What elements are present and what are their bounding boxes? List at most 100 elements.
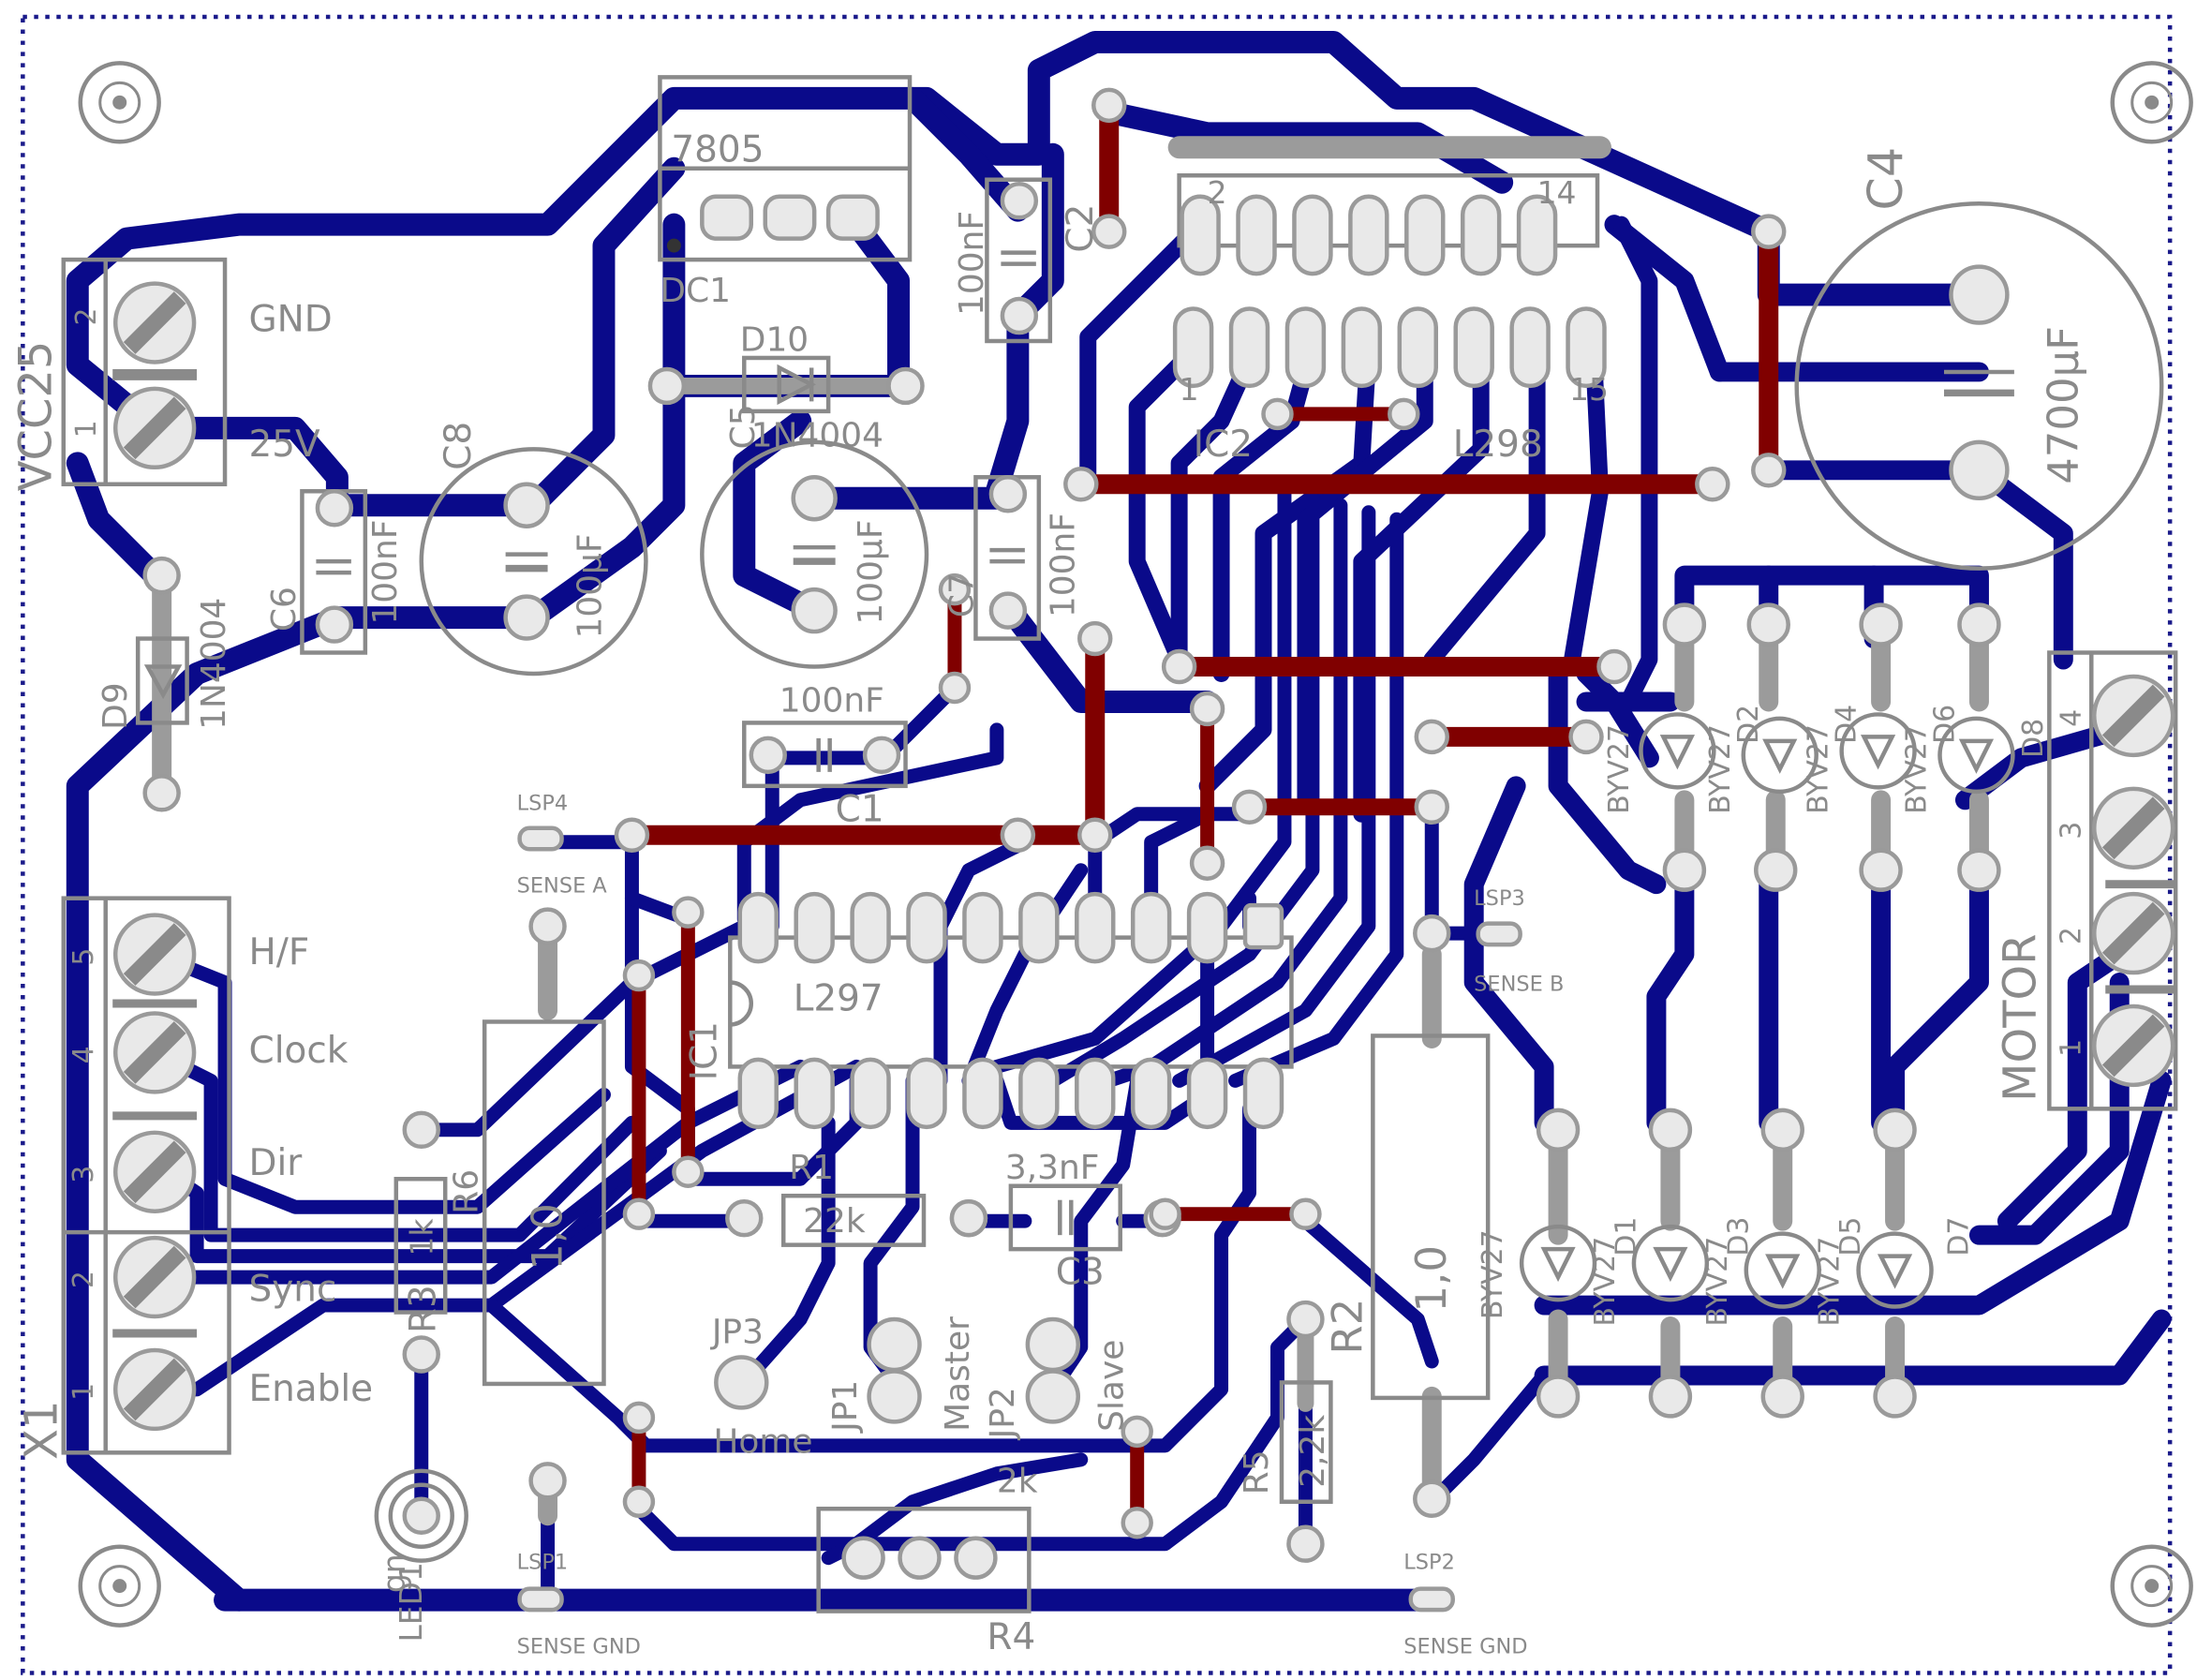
vcc-pin-label-25v: 25V xyxy=(249,424,321,466)
mounting-hole-icon xyxy=(78,1544,161,1628)
jp3-label: Home xyxy=(713,1422,812,1461)
diode-ref-d2: D2 xyxy=(1732,705,1765,744)
trimmer-r4[interactable] xyxy=(816,1507,1032,1613)
capacitor-c2[interactable] xyxy=(985,177,1053,344)
ic2-ref: IC2 xyxy=(1194,424,1253,466)
r5-ref: R5 xyxy=(1238,1450,1276,1494)
c7-ref: C7 xyxy=(943,572,981,617)
r3-ref: R3 xyxy=(403,1285,445,1333)
testpoint-lsp4-ref: LSP4 xyxy=(517,791,569,815)
led-value: gn xyxy=(376,1554,412,1593)
motor-pin-number-2: 2 xyxy=(2055,927,2087,944)
diode-d9[interactable] xyxy=(135,556,189,812)
testpoint-lsp1[interactable] xyxy=(517,1586,564,1613)
jumper-jp3[interactable] xyxy=(714,1355,769,1410)
testpoint-lsp2-ref: LSP2 xyxy=(1403,1551,1455,1575)
motor-connector-name: MOTOR xyxy=(1995,934,2046,1102)
x1-pin-label-sync: Sync xyxy=(249,1269,337,1311)
resistor-r1[interactable] xyxy=(725,1193,988,1247)
capacitor-c5[interactable] xyxy=(700,439,929,669)
x1-pin-label-dir: Dir xyxy=(249,1142,304,1184)
diode-ref-d1: D1 xyxy=(1610,1217,1642,1256)
connector-vcc[interactable] xyxy=(61,257,228,487)
testpoint-lsp1-label: SENSE GND xyxy=(517,1635,641,1659)
resistor-r5[interactable] xyxy=(1279,1300,1333,1563)
c1-value: 100nF xyxy=(779,681,884,720)
testpoint-lsp4[interactable] xyxy=(517,825,564,852)
r5-value: 2,2k xyxy=(1294,1415,1332,1488)
resistor-r2[interactable] xyxy=(1371,1033,1491,1401)
testpoint-lsp2[interactable] xyxy=(1408,1586,1455,1613)
ic-l297[interactable] xyxy=(728,891,1294,1130)
diode-array-upper[interactable] xyxy=(1639,712,2015,795)
regulator-7805[interactable] xyxy=(658,75,913,262)
testpoint-lsp3[interactable] xyxy=(1476,921,1522,947)
capacitor-c7[interactable] xyxy=(973,475,1042,641)
c2-value: 100nF xyxy=(953,211,991,316)
jumper-jp1[interactable] xyxy=(867,1316,922,1424)
c8-ref: C8 xyxy=(438,422,480,470)
r2-ref: R2 xyxy=(1322,1299,1372,1355)
connector-x1[interactable] xyxy=(61,896,231,1455)
ic-l298[interactable] xyxy=(1172,172,1607,389)
c4-ref: C4 xyxy=(1859,147,1914,211)
mounting-hole-icon xyxy=(2110,61,2193,144)
jp1-label: Master xyxy=(939,1316,977,1432)
motor-pin-number-3: 3 xyxy=(2055,822,2087,840)
capacitor-c6[interactable] xyxy=(300,489,368,655)
ic2-pin-last-top: 14 xyxy=(1537,174,1577,211)
ic2-pin-first-bottom: 1 xyxy=(1180,371,1199,408)
resistor-r3[interactable] xyxy=(482,1019,606,1387)
r6-ref: R6 xyxy=(448,1169,486,1214)
led1[interactable] xyxy=(374,1468,468,1563)
r3-value: 1,0 xyxy=(523,1203,572,1270)
r1-value: 22k xyxy=(803,1202,866,1241)
r4-ref: R4 xyxy=(987,1616,1035,1658)
vias xyxy=(528,87,2001,1539)
regulator-name: 7805 xyxy=(671,128,764,171)
diode-value-label: BYV27 xyxy=(1603,724,1636,814)
c6-ref: C6 xyxy=(265,587,304,632)
capacitor-c8[interactable] xyxy=(419,447,648,676)
c5-value: 100µF xyxy=(852,519,890,624)
testpoint-lsp4-label: SENSE A xyxy=(517,874,608,899)
c6-value: 100nF xyxy=(366,520,405,625)
connector-motor[interactable] xyxy=(2047,650,2178,1111)
r4-value: 2k xyxy=(997,1462,1038,1500)
capacitor-c4[interactable] xyxy=(1794,201,2164,571)
diode-value-label: BYV27 xyxy=(1901,724,1934,814)
diode-value-label: BYV27 xyxy=(1589,1237,1622,1327)
c5-ref: C5 xyxy=(724,404,763,449)
d9-ref: D9 xyxy=(96,682,135,730)
jumper-jp2[interactable] xyxy=(1025,1316,1081,1424)
mounting-hole-icon xyxy=(78,61,161,144)
jp2-ref: JP2 xyxy=(984,1387,1022,1440)
regulator-ref: DC1 xyxy=(660,272,731,310)
x1-pin-label-enable: Enable xyxy=(249,1368,374,1410)
testpoint-lsp2-label: SENSE GND xyxy=(1403,1635,1527,1659)
capacitor-c1[interactable] xyxy=(742,721,908,789)
ic2-pin-first-top: 2 xyxy=(1208,174,1227,211)
diode-ref-d4: D4 xyxy=(1831,705,1863,744)
ic1-value: L297 xyxy=(794,977,883,1019)
testpoint-lsp1-ref: LSP1 xyxy=(517,1551,569,1575)
mounting-hole-icon xyxy=(2110,1544,2193,1628)
x1-pin-number-3: 3 xyxy=(67,1166,100,1183)
d9-value: 1N4004 xyxy=(195,598,233,730)
resistor-r6[interactable] xyxy=(393,1110,448,1374)
diode-array-lower[interactable] xyxy=(1519,1224,1934,1309)
vcc-pin-label-gnd: GND xyxy=(249,299,333,341)
diode-d10[interactable] xyxy=(647,355,925,414)
jp1-ref: JP1 xyxy=(826,1380,865,1434)
jp2-label: Slave xyxy=(1093,1340,1132,1432)
diode-ref-d5: D5 xyxy=(1834,1217,1867,1256)
diode-value-label: BYV27 xyxy=(1701,1237,1734,1327)
ic1-ref: IC1 xyxy=(683,1021,725,1080)
diode-value-label: BYV27 xyxy=(1814,1237,1847,1327)
led-ref: LED1 xyxy=(393,1562,429,1642)
motor-pin-number-4: 4 xyxy=(2055,709,2087,727)
diode-ref-d3: D3 xyxy=(1722,1217,1755,1256)
diode-ref-d6: D6 xyxy=(1928,705,1961,744)
c8-value: 100µF xyxy=(571,533,609,638)
